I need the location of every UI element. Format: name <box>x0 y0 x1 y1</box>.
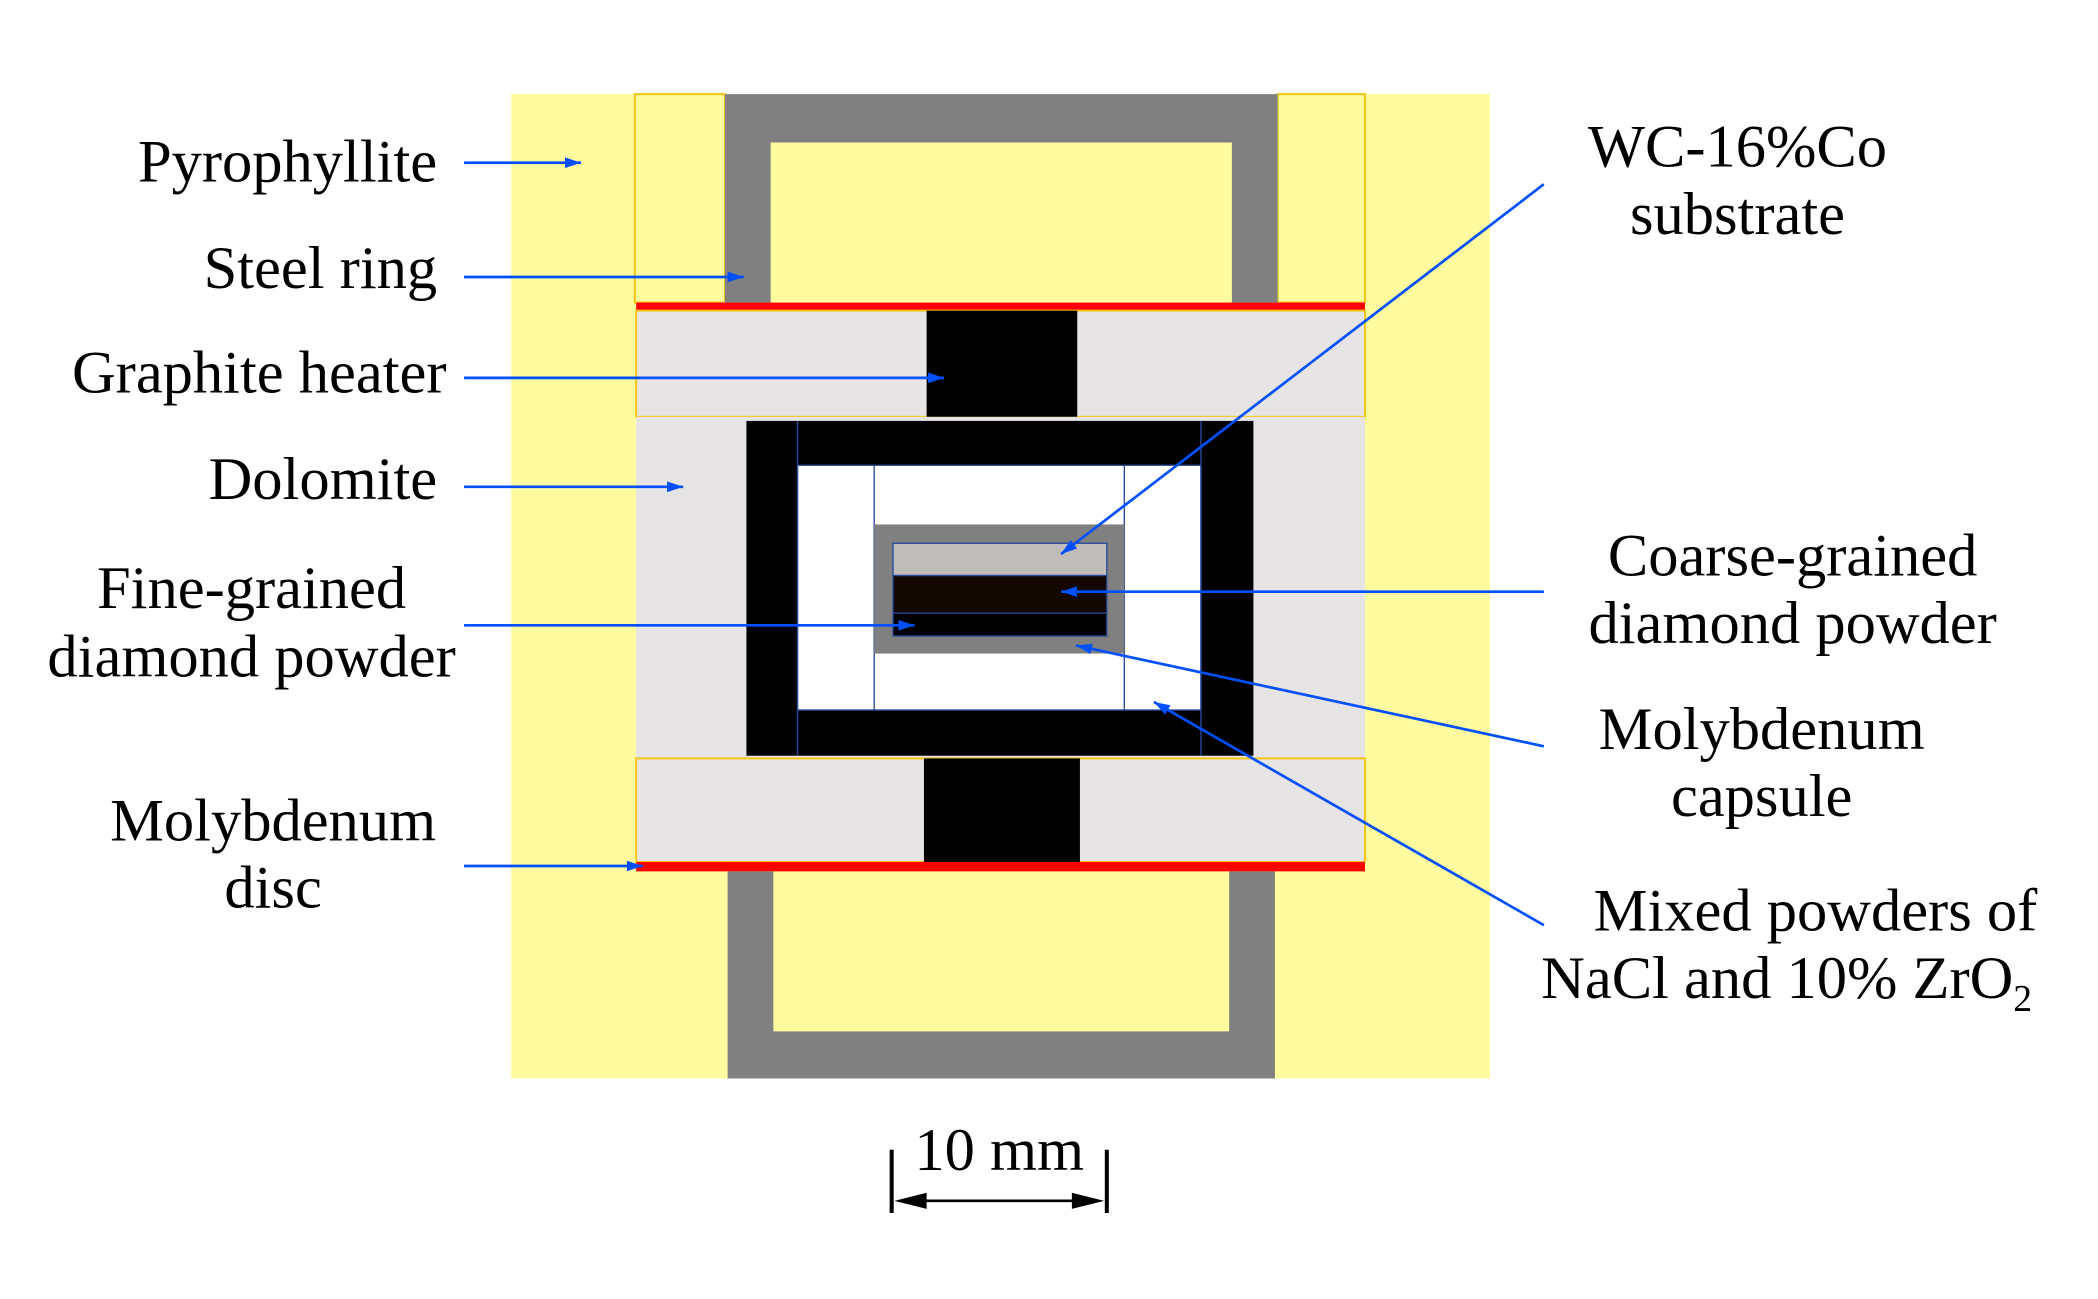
label-molybdenum-capsule-1: Molybdenum <box>1599 696 1925 763</box>
label-fine-diamond-1: Fine-grained <box>97 555 406 622</box>
arrow-mixed-powders <box>1153 700 1545 927</box>
pyrophyllite-pad-top-right <box>1276 93 1367 304</box>
scale-arrowhead-right <box>1071 1192 1105 1209</box>
wc-substrate <box>892 542 1108 577</box>
steel-ring-top <box>724 94 1278 303</box>
label-graphite-heater: Graphite heater <box>72 340 447 407</box>
arrow-wc-substrate <box>1060 183 1545 556</box>
scale-label: 10 mm <box>914 1117 1084 1184</box>
graphite-plug-bottom <box>923 758 1080 862</box>
pyrophyllite-pad-top-left <box>633 93 726 304</box>
label-mixed-main: NaCl and 10% ZrO <box>1541 945 2013 1012</box>
molybdenum-disc-top <box>636 302 1366 311</box>
scale-arrowhead-left <box>894 1192 927 1209</box>
fine-diamond-layer <box>892 612 1108 637</box>
steel-ring-bottom <box>727 871 1275 1079</box>
label-wc-substrate-1: WC-16%Co <box>1588 114 1887 181</box>
label-steel-ring: Steel ring <box>204 235 438 302</box>
label-pyrophyllite: Pyrophyllite <box>138 129 437 196</box>
label-fine-diamond-2: diamond powder <box>47 623 455 690</box>
molybdenum-disc-bottom <box>636 861 1366 872</box>
label-mixed-powders-2: NaCl and 10% ZrO2 <box>1541 945 2032 1020</box>
graphite-plug-top <box>926 310 1078 417</box>
label-molybdenum-capsule-2: capsule <box>1671 763 1852 830</box>
label-coarse-diamond-1: Coarse-grained <box>1608 523 1978 590</box>
label-molybdenum-disc-1: Molybdenum <box>110 787 436 854</box>
label-molybdenum-disc-2: disc <box>224 855 321 922</box>
arrow-molybdenum-capsule <box>1075 643 1545 748</box>
label-coarse-diamond-2: diamond powder <box>1588 590 1996 657</box>
label-mixed-powders-1: Mixed powders of <box>1594 878 2038 945</box>
label-mixed-subscript: 2 <box>2013 978 2032 1020</box>
label-wc-substrate-2: substrate <box>1630 181 1845 248</box>
label-dolomite: Dolomite <box>209 446 438 513</box>
coarse-diamond-layer <box>892 574 1108 614</box>
scale-bar: 10 mm <box>889 1117 1109 1213</box>
